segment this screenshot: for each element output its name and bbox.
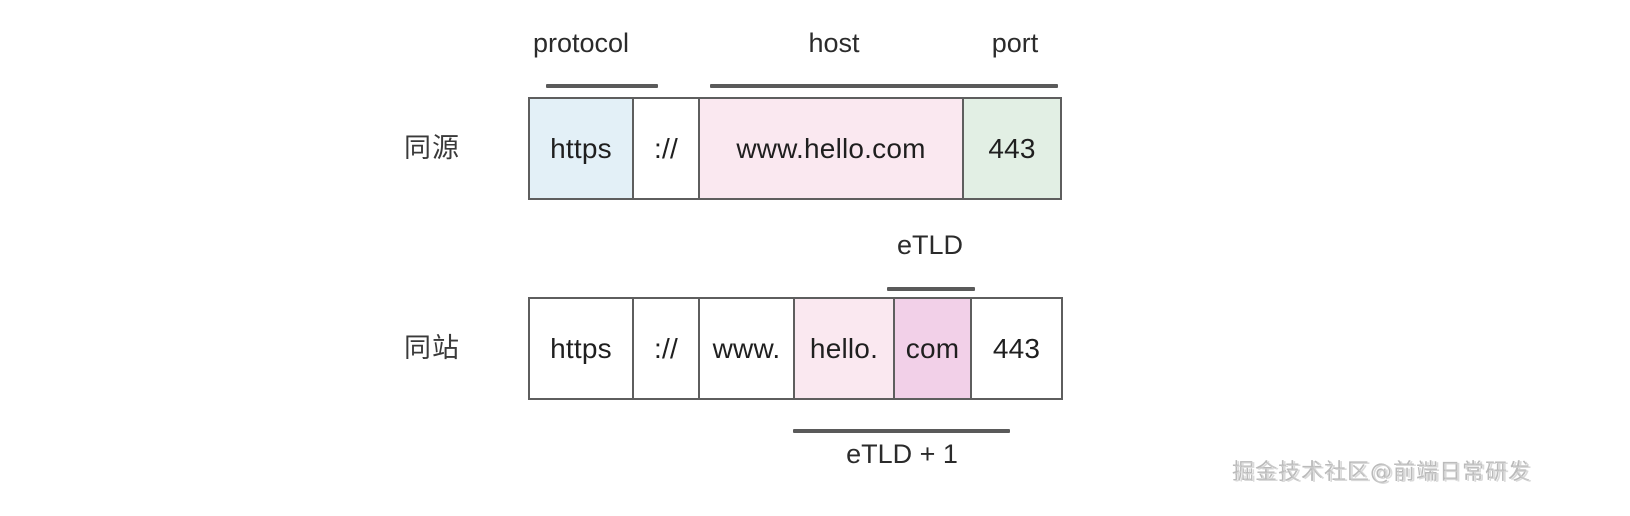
watermark: 掘金技术社区@前端日常研发 掘金技术社区@前端日常研发: [1232, 460, 1534, 486]
cell-protocol-same-origin: https: [530, 99, 634, 198]
annotation-label-etld: eTLD: [896, 230, 964, 260]
url-breakdown-row-same-origin: https :// www.hello.com 443: [528, 97, 1062, 200]
annotation-rule-etld-plus-1: [793, 429, 1010, 433]
annotation-rule-etld: [887, 287, 975, 291]
cell-port-same-origin: 443: [964, 99, 1060, 198]
cell-separator-same-origin: ://: [634, 99, 700, 198]
url-breakdown-row-same-site: https :// www. hello. com 443: [528, 297, 1063, 400]
cell-subdomain-same-site: www.: [700, 299, 795, 398]
annotation-label-host: host: [808, 28, 860, 58]
row-label-same-origin: 同源: [404, 133, 460, 163]
cell-tld-same-site: com: [895, 299, 972, 398]
row-label-same-site: 同站: [404, 333, 460, 363]
annotation-rule-host: [710, 84, 972, 88]
cell-host-same-origin: www.hello.com: [700, 99, 964, 198]
watermark-text: 掘金技术社区@前端日常研发: [1232, 460, 1532, 485]
cell-protocol-same-site: https: [530, 299, 634, 398]
annotation-label-protocol: protocol: [532, 28, 630, 58]
watermark-shadow-text: 掘金技术社区@前端日常研发: [1234, 461, 1534, 486]
annotation-label-etld-plus-1: eTLD + 1: [846, 439, 958, 469]
cell-domain-same-site: hello.: [795, 299, 895, 398]
annotation-label-port: port: [991, 28, 1039, 58]
cell-separator-same-site: ://: [634, 299, 700, 398]
annotation-rule-protocol: [546, 84, 658, 88]
annotation-rule-port: [964, 84, 1058, 88]
cell-port-same-site: 443: [972, 299, 1061, 398]
